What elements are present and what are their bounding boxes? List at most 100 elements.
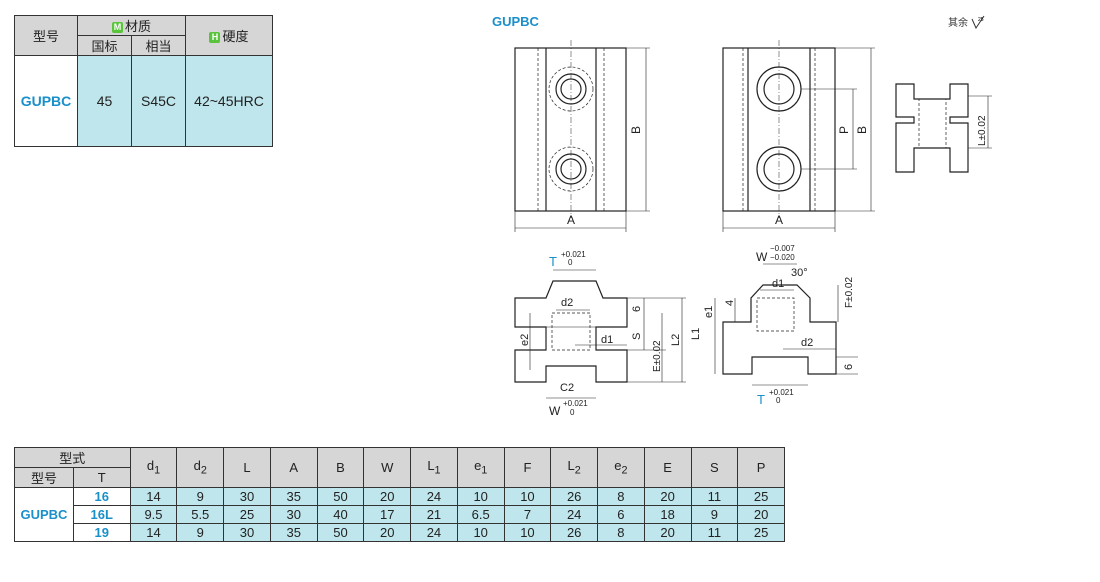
t-cell: 19 [72,523,131,542]
value-cell: 8 [597,523,645,542]
value-cell: 11 [690,487,739,506]
label-d1-left: d1 [601,334,613,346]
col-L: L [223,447,271,488]
col-A: A [269,447,318,488]
value-cell: 14 [129,523,178,542]
value-cell: 25 [737,487,785,506]
roughness-symbol-icon: 25 [971,15,985,30]
material-badge-icon: M [111,22,123,33]
col-F: F [503,447,552,488]
label-T-left: T [549,254,557,269]
header-model: 型号 [14,467,74,488]
value-cell: 26 [550,487,599,506]
value-cell: 21 [410,505,458,524]
value-cell: 9 [176,487,225,506]
label-6-right: 6 [843,364,855,370]
label-S: S [631,333,643,340]
value-cell: 5.5 [176,505,225,524]
header-t: T [72,467,131,488]
label-d2-left: d2 [561,297,573,309]
value-cell: 20 [643,487,692,506]
value-cell: 24 [410,487,458,506]
label-W-right: W [756,250,768,264]
material-hardness-cell: 42~45HRC [185,55,273,147]
value-cell: 18 [643,505,692,524]
label-d2-right: d2 [801,337,813,349]
value-cell: 10 [503,487,552,506]
label-B-left: B [629,126,643,134]
value-cell: 30 [269,505,318,524]
label-E: E±0.02 [652,340,663,372]
label-W-left: W [549,404,561,418]
value-cell: 17 [363,505,412,524]
label-e1: e1 [703,306,715,318]
header-equiv: 相当 [131,35,186,56]
col-L1: L1 [410,447,458,488]
value-cell: 35 [269,523,318,542]
value-cell: 25 [737,523,785,542]
col-d1: d1 [129,447,178,488]
dimensions-table: 型式 d1 d2 L A B W L1 e1 F L2 e2 E S P 型号 … [14,447,785,542]
col-B: B [316,447,365,488]
col-W: W [363,447,412,488]
value-cell: 50 [316,523,365,542]
label-30deg: 30° [791,267,808,279]
value-cell: 20 [363,523,412,542]
value-cell: 20 [643,523,692,542]
technical-drawing: A A B B P L±0.02 T +0.021 0 d2 d1 6 S E±… [514,40,992,418]
header-model: 型号 [14,15,78,56]
col-L2: L2 [550,447,599,488]
value-cell: 9.5 [129,505,178,524]
col-d2: d2 [176,447,225,488]
label-P: P [837,126,851,134]
label-W-tol-low: 0 [570,408,575,417]
top-view-right [722,40,875,232]
header-type: 型式 [14,447,131,468]
material-equiv-cell: S45C [131,55,186,147]
label-B-right: B [855,126,869,134]
label-T-tol-up: +0.021 [561,250,586,259]
value-cell: 6.5 [456,505,505,524]
value-cell: 40 [316,505,365,524]
label-L1: L1 [690,328,702,340]
value-cell: 6 [597,505,645,524]
col-P: P [737,447,785,488]
section-view-left [514,269,686,399]
label-A-right: A [775,213,783,227]
label-6-left: 6 [631,306,643,312]
value-cell: 10 [456,487,505,506]
value-cell: 7 [503,505,552,524]
value-cell: 9 [176,523,225,542]
label-W-tol-up: +0.021 [563,399,588,408]
value-cell: 35 [269,487,318,506]
value-cell: 30 [223,487,271,506]
label-T-right: T [757,392,765,407]
section-view-right [714,263,858,386]
material-model-cell: GUPBC [14,55,78,147]
label-d1-right: d1 [772,278,784,290]
label-A-left: A [567,213,575,227]
label-F: F±0.02 [844,277,855,308]
col-E: E [643,447,692,488]
label-L: L±0.02 [977,115,988,146]
header-gb: 国标 [77,35,132,56]
hardness-badge-icon: H [209,32,221,43]
value-cell: 8 [597,487,645,506]
label-C2: C2 [560,382,574,394]
value-cell: 20 [363,487,412,506]
value-cell: 11 [690,523,739,542]
label-e2-left: e2 [519,334,531,346]
t-cell: 16 [72,487,131,506]
value-cell: 25 [223,505,271,524]
col-e2: e2 [597,447,645,488]
value-cell: 24 [550,505,599,524]
value-cell: 26 [550,523,599,542]
drawing-title: GUPBC [492,14,539,29]
label-T-tol-low: 0 [568,258,573,267]
label-T2-tol-up: +0.021 [769,388,794,397]
value-cell: 30 [223,523,271,542]
